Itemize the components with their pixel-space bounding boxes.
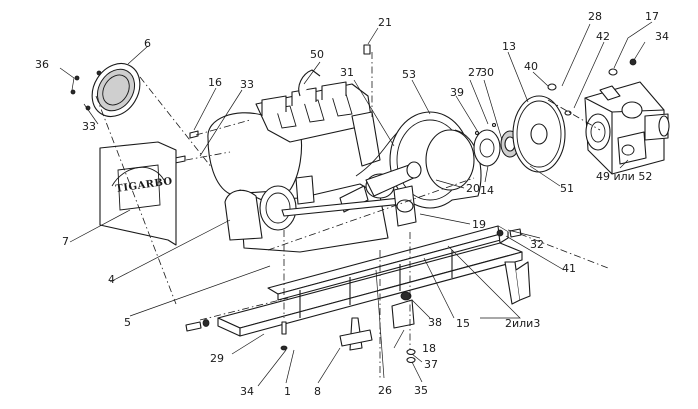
callout-label: 37	[424, 358, 438, 371]
callout-label: 42	[596, 30, 610, 43]
air-filter	[91, 62, 141, 118]
callout-label: 14	[480, 184, 494, 197]
callout-label: 20	[466, 182, 480, 195]
callout-label: 27	[468, 66, 482, 79]
callout-label: 2или3	[505, 317, 540, 330]
callout-label: 6	[144, 37, 151, 50]
callout-label: 34	[655, 30, 669, 43]
callout-label: 49 или 52	[596, 170, 652, 183]
callout-label: 28	[588, 10, 602, 23]
callout-label: 41	[562, 262, 576, 275]
callout-label: 51	[560, 182, 574, 195]
callout-label: 33	[82, 120, 96, 133]
leader-lines	[59, 21, 653, 387]
callout-label: 33	[240, 78, 254, 91]
callout-label: 21	[378, 16, 392, 29]
callout-label: 5	[124, 316, 131, 329]
callout-label: 19	[472, 218, 486, 231]
callout-label: 17	[645, 10, 659, 23]
callout-label: 53	[402, 68, 416, 81]
callout-label: 40	[524, 60, 538, 73]
callout-label: 8	[314, 385, 321, 398]
callout-label: 34	[240, 385, 254, 398]
callout-label: 4	[108, 273, 115, 286]
callout-label: 15	[456, 317, 470, 330]
callout-label: 32	[530, 238, 544, 251]
callout-label: 13	[502, 40, 516, 53]
callout-label: 35	[414, 384, 428, 397]
callout-label: 38	[428, 316, 442, 329]
callout-label: 7	[62, 235, 69, 248]
callout-label: 26	[378, 384, 392, 397]
callout-label: 39	[450, 86, 464, 99]
callout-label: 16	[208, 76, 222, 89]
callout-label: 1	[284, 385, 291, 398]
callout-label: 29	[210, 352, 224, 365]
pump-unit	[584, 81, 670, 175]
callout-label: 50	[310, 48, 324, 61]
callout-label: 36	[35, 58, 49, 71]
engine-block	[207, 69, 389, 253]
alignment-lines	[95, 52, 609, 380]
base-frame	[217, 225, 531, 351]
callout-label: 18	[422, 342, 436, 355]
shield-panel: TIGARBO	[99, 141, 177, 246]
coupling-plates	[473, 95, 566, 173]
callout-label: 30	[480, 66, 494, 79]
callout-label: 31	[340, 66, 354, 79]
bell-housing	[365, 111, 482, 227]
callout-labels: 1 2или3 4 5 6 7 8 13 14 15 16 17 18 19 2…	[35, 10, 669, 398]
